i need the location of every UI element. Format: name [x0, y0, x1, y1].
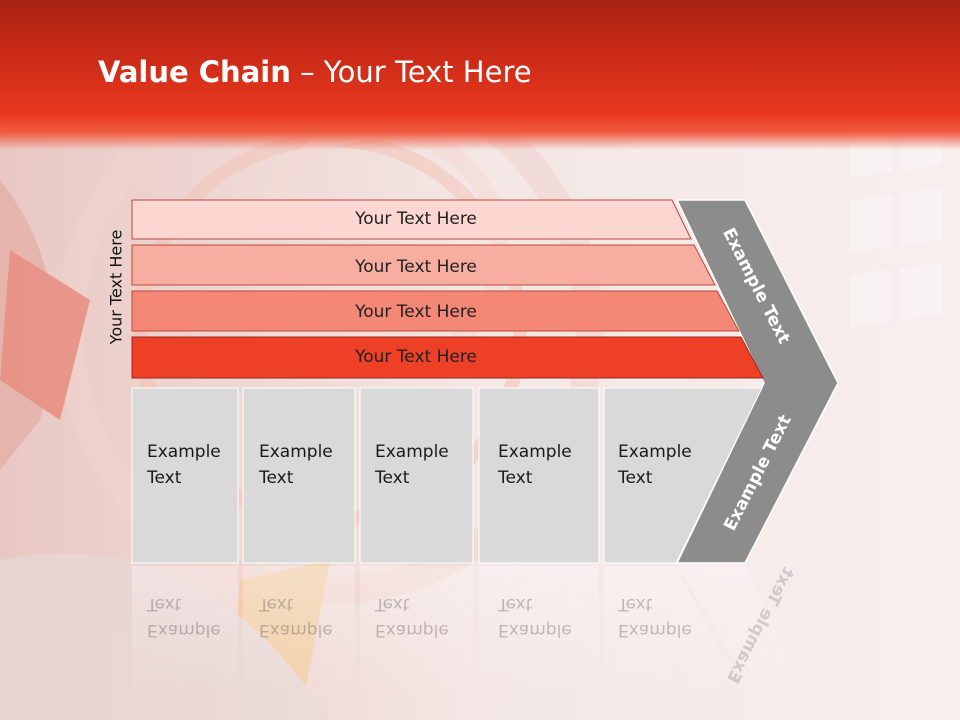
support-bar-2-label: Your Text Here [355, 257, 477, 277]
activity-box-3-line1: Example [375, 442, 449, 462]
side-axis-label: Your Text Here [106, 229, 126, 345]
reflection-box-2-line2: Text [259, 594, 294, 614]
reflection-box-4: Example Text [498, 591, 572, 643]
reflection-box-2: Example Text [259, 591, 333, 643]
reflection-box-3-line2: Text [375, 594, 410, 614]
reflection-box-3-line1: Example [375, 620, 449, 640]
reflection: Example Text Example Text Example Text Exam… [0, 565, 960, 720]
support-bar-2 [131, 244, 716, 286]
support-bar-3 [131, 290, 740, 332]
activity-box-2-line2: Text [259, 468, 294, 488]
activity-box-5 [603, 387, 763, 564]
reflection-box-1-line2: Text [147, 594, 182, 614]
support-bar-1 [131, 199, 692, 240]
reflection-box-5-line1: Example [618, 620, 692, 640]
activity-box-2 [242, 387, 356, 564]
activity-box-1-line2: Text [147, 468, 182, 488]
activity-box-5-line2: Text [618, 468, 653, 488]
activity-box-4-line2: Text [498, 468, 533, 488]
reflection-box-5-line2: Text [618, 594, 653, 614]
reflection-box-4-line2: Text [498, 594, 533, 614]
activity-box-5-line1: Example [618, 442, 692, 462]
reflection-box-3: Example Text [375, 591, 449, 643]
activity-box-3 [359, 387, 474, 564]
title-rest: – Your Text Here [290, 55, 532, 89]
slide-title: Value Chain – Your Text Here [98, 55, 532, 89]
activity-box-1 [131, 387, 239, 564]
reflection-shapes [132, 566, 800, 700]
reflection-box-1-line1: Example [147, 620, 221, 640]
support-bar-4 [131, 336, 764, 379]
header-band [0, 0, 960, 150]
activity-box-4 [478, 387, 600, 564]
reflection-chevron-label: Example Text [722, 565, 798, 687]
activity-box-2-line1: Example [259, 442, 333, 462]
activity-box-3-line2: Text [375, 468, 410, 488]
reflection-box-1: Example Text [147, 591, 221, 643]
support-bar-1-label: Your Text Here [355, 209, 477, 229]
reflection-box-5: Example Text [618, 591, 692, 643]
reflection-box-2-line1: Example [259, 620, 333, 640]
activity-box-1-line1: Example [147, 442, 221, 462]
value-chain-chevron [675, 199, 839, 564]
activity-box-4-line1: Example [498, 442, 572, 462]
title-bold: Value Chain [98, 55, 291, 89]
support-bar-4-label: Your Text Here [355, 347, 477, 367]
support-bar-3-label: Your Text Here [355, 302, 477, 322]
reflection-box-4-line1: Example [498, 620, 572, 640]
